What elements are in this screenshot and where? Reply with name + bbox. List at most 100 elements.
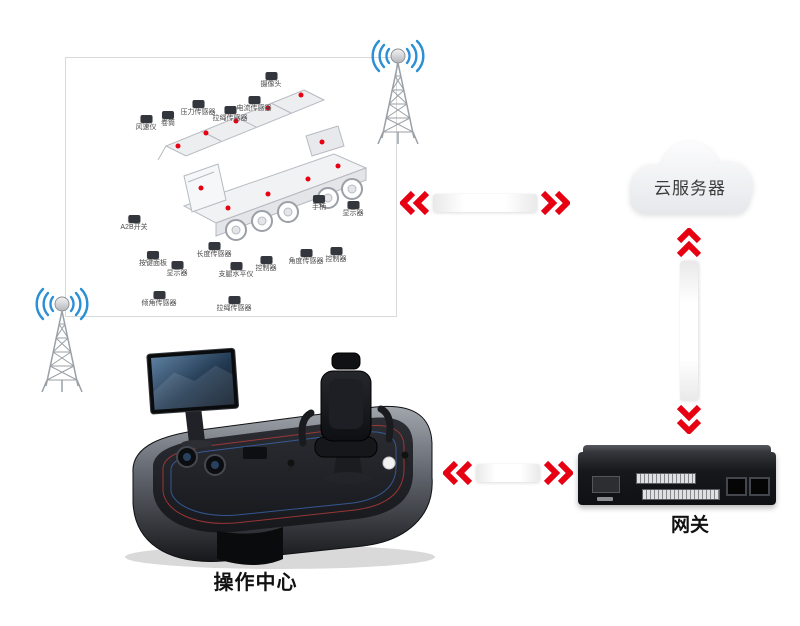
sensor-label: 风速仪 xyxy=(135,124,157,131)
sensor-panel: 摄像头 电流传感器 拉绳传感器 压力传感器 卷筒 风速仪 A2B开关 按键面板 … xyxy=(65,57,397,317)
chevron-down-icon xyxy=(676,404,702,434)
sensor-controller-2: 控制器 xyxy=(326,247,347,264)
console-front-opening xyxy=(217,527,283,565)
sensor-chip-icon xyxy=(260,256,272,264)
dome-control xyxy=(382,456,396,470)
sensor-point-dots xyxy=(175,92,341,211)
sensor-rope-1: 拉绳传感器 xyxy=(213,106,248,123)
sensor-current: 电流传感器 xyxy=(237,96,272,113)
sensor-joystick: 手柄 xyxy=(312,195,326,212)
sensor-outrigger-level: 支腿水平仪 xyxy=(219,262,254,279)
seat-headrest xyxy=(331,352,361,370)
sensor-label: 倾角传感器 xyxy=(141,300,177,307)
sensor-chip-icon xyxy=(228,296,240,304)
sensor-chip-icon xyxy=(313,195,325,203)
sensor-rope-2: 拉绳传感器 xyxy=(217,296,252,313)
link-bar xyxy=(476,464,540,482)
sensor-display-1: 显示器 xyxy=(167,261,188,278)
cloud-server-node: 云服务器 xyxy=(612,136,768,226)
sensor-chip-icon xyxy=(300,249,312,257)
monitor-screen xyxy=(151,352,235,410)
joystick-icon xyxy=(401,451,409,459)
sensor-label: 卷筒 xyxy=(161,120,175,127)
cloud-icon xyxy=(630,142,753,214)
gateway-label: 网关 xyxy=(670,515,709,536)
console-gauges xyxy=(176,446,267,476)
console-controls xyxy=(286,451,411,476)
sensor-tilt: 倾角传感器 xyxy=(142,291,177,308)
ethernet-port-icon xyxy=(726,477,747,496)
sensor-display-2: 显示器 xyxy=(343,201,364,218)
sensor-chip-icon xyxy=(265,72,277,80)
sensor-label: 压力传感器 xyxy=(180,109,216,116)
sensor-label: 拉绳传感器 xyxy=(212,115,248,122)
sensor-label: 长度传感器 xyxy=(196,251,232,258)
joystick-icon xyxy=(287,459,295,467)
operator-console-node xyxy=(105,345,445,570)
sensor-label: 控制器 xyxy=(255,265,277,272)
sensor-chip-icon xyxy=(153,291,165,299)
link-cloud-gateway xyxy=(676,228,702,434)
sensor-label: 角度传感器 xyxy=(288,258,324,265)
sensor-chip-icon xyxy=(208,242,220,250)
gateway-top-face xyxy=(583,445,771,456)
antenna-sphere xyxy=(54,296,70,312)
sensor-chip-icon xyxy=(162,111,174,119)
sensor-label: 摄像头 xyxy=(260,81,282,88)
chevron-right-icon xyxy=(540,190,570,216)
console-illustration xyxy=(125,347,435,569)
tower-lattice xyxy=(41,310,83,393)
sensor-label: A2B开关 xyxy=(120,224,148,231)
sensor-chip-icon xyxy=(248,96,260,104)
link-bar xyxy=(433,194,537,212)
console-label: 操作中心 xyxy=(213,572,298,594)
ethernet-port-icon xyxy=(749,477,770,496)
sensor-camera: 摄像头 xyxy=(261,72,282,89)
gateway-device xyxy=(578,445,776,505)
sensor-label: 控制器 xyxy=(325,256,347,263)
console-monitor xyxy=(146,347,240,448)
wifi-signal-icon xyxy=(371,39,425,73)
sensor-chip-icon xyxy=(147,251,159,259)
sensor-chip-icon xyxy=(330,247,342,255)
sensor-chip-icon xyxy=(224,106,236,114)
gateway-serial-connector xyxy=(592,476,620,493)
radio-tower-icon xyxy=(371,39,425,145)
chevron-left-icon xyxy=(400,190,430,216)
console-seat xyxy=(298,352,394,484)
link-panel-cloud xyxy=(400,190,570,216)
sensor-chip-icon xyxy=(171,261,183,269)
link-bar xyxy=(680,261,698,401)
sensor-label: 显示器 xyxy=(342,210,364,217)
sensor-keypad: 按键面板 xyxy=(139,251,167,268)
sensor-chip-icon xyxy=(230,262,242,270)
sensor-controller-1: 控制器 xyxy=(256,256,277,273)
gateway-terminal-strip xyxy=(636,473,696,484)
sensor-label: 电流传感器 xyxy=(236,105,272,112)
sensor-angle: 角度传感器 xyxy=(289,249,324,266)
antenna-sphere xyxy=(390,48,406,64)
sensor-chip-icon xyxy=(140,115,152,123)
link-console-gateway xyxy=(443,460,573,486)
crane-illustration xyxy=(157,89,368,241)
sensor-pressure: 压力传感器 xyxy=(181,100,216,117)
sensor-anemometer: 风速仪 xyxy=(136,115,157,132)
sensor-chip-icon xyxy=(192,100,204,108)
console-keypad xyxy=(243,447,267,459)
sensor-label: 手柄 xyxy=(312,204,326,211)
sensor-label: 按键面板 xyxy=(139,260,167,267)
sensor-drum: 卷筒 xyxy=(161,111,175,128)
gateway-terminal-strip xyxy=(642,489,720,500)
chevron-left-icon xyxy=(443,460,473,486)
sensor-a2b-switch: A2B开关 xyxy=(120,215,148,232)
sensor-label: 拉绳传感器 xyxy=(216,305,252,312)
radio-tower-icon xyxy=(35,287,89,393)
gateway-chassis xyxy=(578,452,776,505)
cloud-server-label: 云服务器 xyxy=(654,179,726,198)
sensor-chip-icon xyxy=(347,201,359,209)
sensor-length: 长度传感器 xyxy=(197,242,232,259)
sensor-label: 支腿水平仪 xyxy=(218,271,254,278)
sensor-chip-icon xyxy=(127,215,140,223)
wifi-signal-icon xyxy=(35,287,89,321)
